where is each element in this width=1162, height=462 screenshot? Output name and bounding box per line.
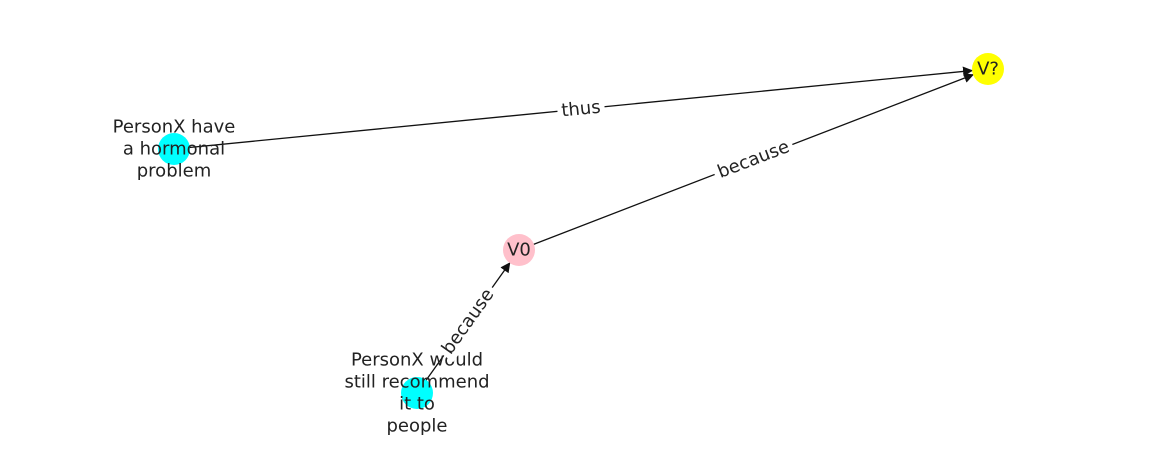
node-v0-label: V0	[507, 240, 531, 261]
node-personx-recommend-label-line: people	[386, 416, 447, 437]
edge-recommend-to-v0-label: because	[438, 285, 499, 358]
edge-v0-to-vq-label: because	[715, 136, 793, 183]
node-personx-hormonal-label-line: PersonX have	[113, 117, 236, 138]
node-personx-recommend-label-line: still recommend	[344, 372, 489, 393]
node-personx-recommend-label-line: PersonX would	[351, 350, 483, 371]
node-personx-hormonal-label-line: a hormonal	[123, 139, 225, 160]
edge-hormonal-to-vq-label: thus	[560, 97, 601, 122]
edge-recommend-to-v0-label-bg	[434, 280, 502, 363]
node-v0-label-line: V0	[507, 240, 531, 261]
node-personx-recommend-label-line: it to	[399, 394, 435, 415]
node-personx-recommend-circle	[401, 377, 433, 409]
edge-v0-to-vq-label-bg	[710, 133, 797, 186]
edge-hormonal-to-vq-label-bg	[556, 95, 606, 123]
edge-v0-to-vq-label-group: because	[710, 133, 797, 186]
node-v-question-circle	[972, 53, 1004, 85]
node-v-question-label: V?	[977, 59, 999, 80]
nodes-layer	[158, 53, 1004, 409]
node-v0-circle	[503, 234, 535, 266]
node-v-question-label-line: V?	[977, 59, 999, 80]
node-personx-hormonal-circle	[158, 133, 190, 165]
edge-labels-layer: thus because because	[434, 95, 797, 363]
edge-hormonal-to-vq-label-group: thus	[556, 95, 606, 123]
node-personx-hormonal-label-line: problem	[137, 161, 211, 182]
